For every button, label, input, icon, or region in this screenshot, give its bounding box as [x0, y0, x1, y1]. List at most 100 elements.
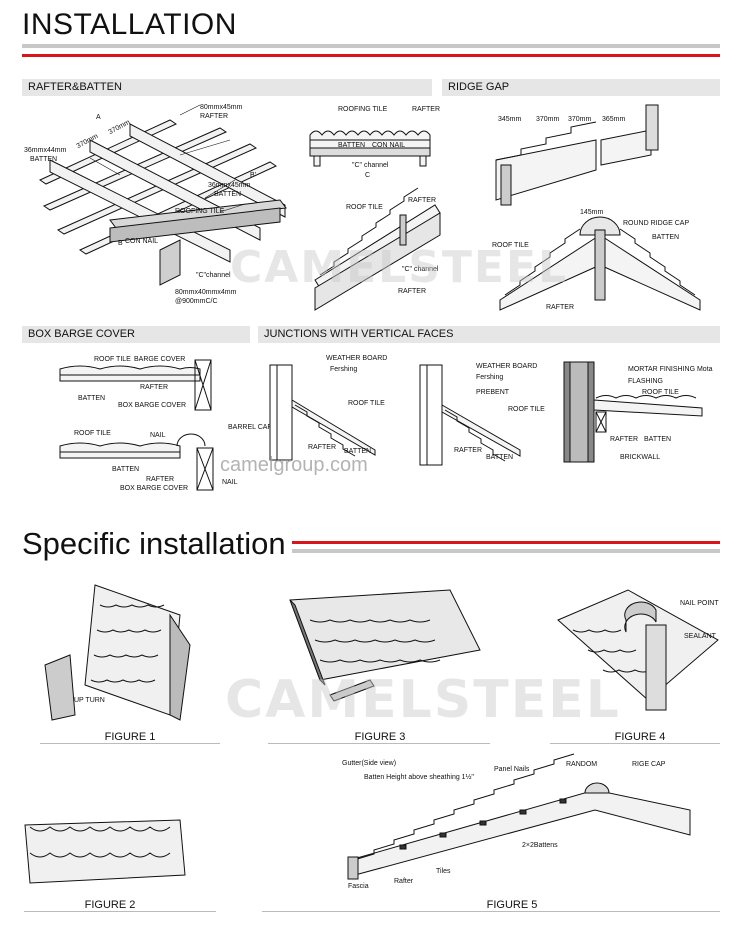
fig5-random: RANDOM: [566, 761, 598, 768]
rb-label-15: A: [96, 114, 101, 121]
barge-nail2: NAIL: [222, 479, 238, 486]
jn-mortar: MORTAR FINISHING Mota: [628, 366, 713, 373]
ridge-gap-top: [495, 104, 659, 206]
box-barge-diagram-1: [59, 359, 212, 411]
figure-3-illustration: [289, 589, 481, 702]
ch-rafter3: RAFTER: [398, 288, 426, 295]
ridge-gap-round: [499, 216, 701, 311]
ch-rafter: RAFTER: [412, 106, 440, 113]
rb-label-14: @900mmC/C: [175, 298, 218, 305]
jn-weather-board2: WEATHER BOARD: [476, 363, 538, 370]
jn-weather-board: WEATHER BOARD: [326, 355, 388, 362]
barge-box-barge2: BOX BARGE COVER: [120, 485, 189, 492]
junction-diagram-3: [563, 361, 703, 463]
rb-label-4: BATTEN: [30, 156, 58, 163]
jn-flashing: FLASHING: [628, 378, 664, 385]
installation-heading: INSTALLATION: [22, 8, 237, 41]
jn-prebent: PREBENT: [476, 389, 510, 396]
figure-2-caption: FIGURE 2: [84, 899, 136, 911]
jn-roof-tile: ROOF TILE: [348, 400, 385, 407]
fig5-rige-cap: RIGE CAP: [632, 761, 666, 768]
brand-watermark-top: CAMELSTEEL: [230, 242, 569, 293]
rafter-batten-diagram: [38, 104, 287, 286]
section-ridge-gap: RIDGE GAP: [442, 79, 720, 96]
rb-label-11: CON NAIL: [125, 238, 159, 245]
jn-roof-tile3: ROOF TILE: [642, 389, 679, 396]
fig5-gutter: Gutter(Side view): [342, 760, 397, 767]
ridge-roof-tile: ROOF TILE: [492, 242, 529, 249]
rb-label-3: 36mmx44mm: [24, 147, 67, 154]
figure-4-caption: FIGURE 4: [614, 731, 666, 743]
figure-4-bar: [550, 743, 720, 744]
jn-fershing2: Fershing: [476, 374, 504, 381]
ch-c-channel: "C" channel: [352, 162, 389, 169]
ch-roofing-tile: ROOFING TILE: [338, 106, 388, 113]
figure-1-illustration: [44, 584, 191, 721]
barge-roof-tile2: ROOF TILE: [74, 430, 111, 437]
ridge-d5: 145mm: [580, 209, 604, 216]
barge-box-barge: BOX BARGE COVER: [118, 402, 187, 409]
figure-5-illustration: [347, 753, 691, 880]
ridge-d4: 365mm: [602, 116, 626, 123]
box-barge-diagram-2: [59, 433, 214, 491]
barge-barge-cover: BARGE COVER: [134, 356, 186, 363]
ch-c-channel2: "C" channel: [402, 266, 439, 273]
fig4-nail-point: NAIL POINT: [680, 600, 719, 607]
junction-diagram-1: [269, 364, 376, 461]
site-watermark: camelgroup.com: [220, 454, 368, 476]
jn-rafter3: RAFTER: [610, 436, 638, 443]
barge-rafter: RAFTER: [140, 384, 168, 391]
jn-batten3: BATTEN: [644, 436, 672, 443]
fig5-panel-nails: Panel Nails: [494, 766, 530, 773]
jn-rafter2: RAFTER: [454, 447, 482, 454]
ch-c: C: [365, 172, 371, 179]
barge-roof-tile: ROOF TILE: [94, 356, 131, 363]
figure-1-caption: FIGURE 1: [104, 731, 156, 743]
fig5-battens: 2×2Battens: [522, 842, 558, 849]
fig4-sealant: SEALANT: [684, 633, 716, 640]
barge-batten2: BATTEN: [112, 466, 140, 473]
heading-rule-gray: [22, 44, 720, 48]
fig5-tiles: Tiles: [436, 868, 451, 875]
figure-4-illustration: [557, 589, 719, 711]
barge-barrel-cap: BARREL CAP: [228, 424, 273, 431]
ridge-d2: 370mm: [536, 116, 560, 123]
barge-batten: BATTEN: [78, 395, 106, 402]
fig5-batten-height: Batten Height above sheathing 1½": [364, 774, 474, 781]
ridge-rafter: RAFTER: [546, 304, 574, 311]
section-junctions: JUNCTIONS WITH VERTICAL FACES: [258, 326, 720, 343]
figure-5-bar: [262, 911, 720, 912]
junction-diagram-2: [419, 364, 521, 466]
section-box-barge: BOX BARGE COVER: [22, 326, 250, 343]
ch-batten: BATTEN: [338, 142, 366, 149]
jn-roof-tile2: ROOF TILE: [508, 406, 545, 413]
specific-installation-heading: Specific installation: [22, 526, 286, 561]
ch-con-nail: CON NAIL: [372, 142, 406, 149]
jn-fershing: Fershing: [330, 366, 358, 373]
figure-5-caption: FIGURE 5: [486, 899, 538, 911]
ridge-round-cap: ROUND RIDGE CAP: [623, 220, 690, 227]
rb-label-1: 80mmx45mm: [200, 104, 243, 111]
specific-rule-red: [292, 541, 720, 544]
ch-roof-tile: ROOF TILE: [346, 204, 383, 211]
figure-3-bar: [268, 743, 490, 744]
specific-rule-gray: [292, 549, 720, 553]
ridge-batten: BATTEN: [652, 234, 680, 241]
figure-3-caption: FIGURE 3: [354, 731, 406, 743]
figure-2-bar: [24, 911, 216, 912]
rb-label-13: 80mmx40mmx4mm: [175, 289, 237, 296]
ridge-d3: 370mm: [568, 116, 592, 123]
rb-label-9: ROOFING TILE: [175, 208, 225, 215]
figure-2-illustration: [24, 819, 186, 884]
section-rafter-batten: RAFTER&BATTEN: [22, 79, 432, 96]
brand-watermark-bottom: CAMELSTEEL: [225, 670, 621, 730]
fig5-fascia: Fascia: [348, 883, 369, 890]
fig5-rafter: Rafter: [394, 878, 414, 885]
rb-label-12: "C"channel: [196, 272, 231, 279]
c-channel-slope: [314, 187, 441, 311]
jn-batten: BATTEN: [344, 448, 372, 455]
barge-nail: NAIL: [150, 432, 166, 439]
heading-rule-red: [22, 54, 720, 57]
figure-1-bar: [40, 743, 220, 744]
barge-rafter2: RAFTER: [146, 476, 174, 483]
